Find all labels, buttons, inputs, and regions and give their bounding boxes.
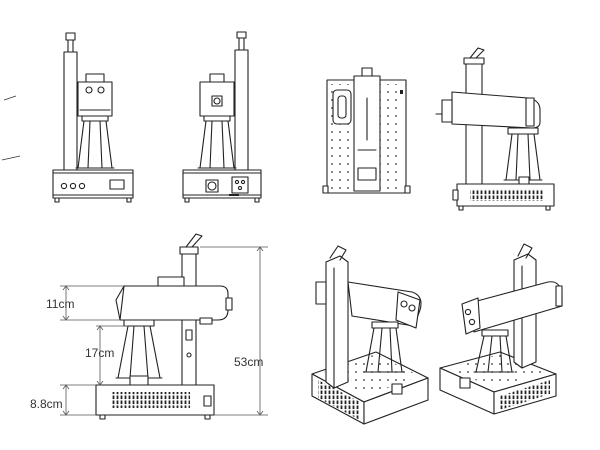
throat-depth-label: 17cm — [85, 346, 114, 360]
head-height-label: 11cm — [46, 297, 74, 311]
isometric-back-view — [439, 243, 563, 415]
top-view — [322, 67, 411, 194]
side-view-right — [435, 47, 555, 211]
back-view — [182, 31, 262, 203]
isometric-front-view — [311, 245, 429, 425]
margin-sketch-lines — [1, 95, 21, 161]
dimensioned-side-view — [60, 233, 268, 420]
base-height-label: 8.8cm — [30, 397, 63, 411]
total-height-label: 53cm — [234, 355, 263, 369]
front-view — [52, 32, 134, 203]
